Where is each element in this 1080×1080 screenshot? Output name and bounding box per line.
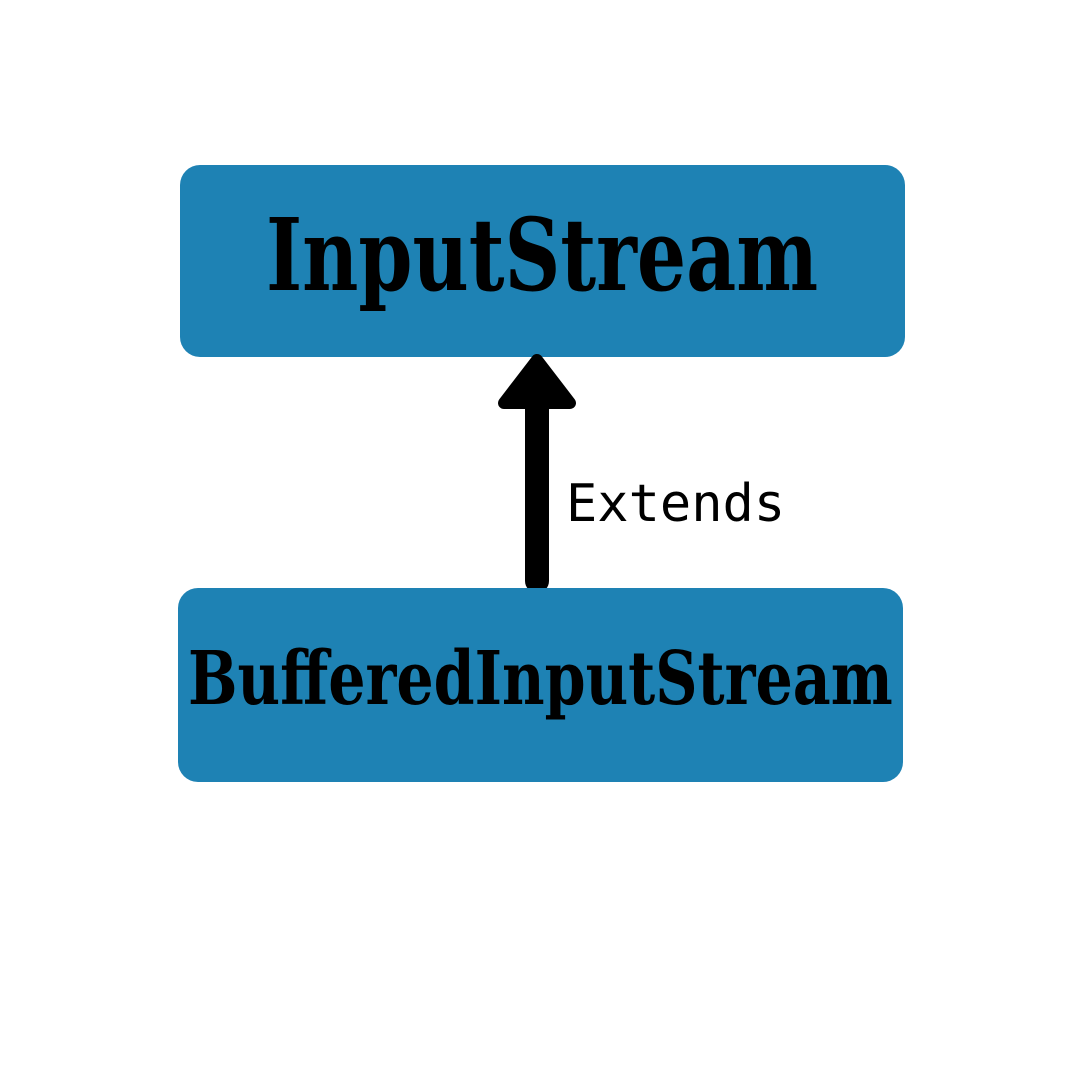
class-box-inputstream[interactable]: InputStream <box>180 165 905 357</box>
class-name-bufferedinputstream: BufferedInputStream <box>188 636 893 722</box>
edge-label-extends: Extends <box>566 474 786 534</box>
arrow-head <box>498 354 576 409</box>
class-box-bufferedinputstream[interactable]: BufferedInputStream <box>178 588 903 782</box>
class-name-inputstream: InputStream <box>266 196 819 314</box>
up-arrow-icon <box>498 354 576 593</box>
